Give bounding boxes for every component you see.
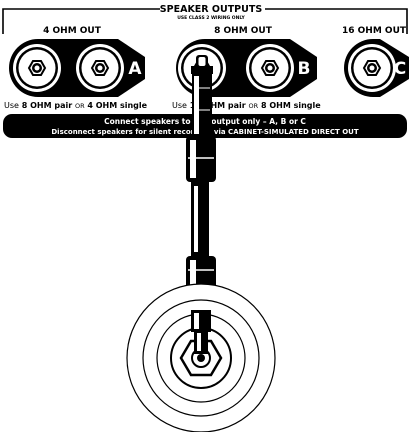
jack-socket-b2[interactable]	[246, 44, 294, 92]
panel-b-letter: B	[298, 59, 311, 79]
header-title: SPEAKER OUTPUTS	[160, 4, 263, 15]
jack-socket-c[interactable]	[348, 44, 396, 92]
jack-socket-a1[interactable]	[13, 44, 61, 92]
panel-a: A	[9, 39, 145, 97]
plug-bottom	[191, 310, 211, 354]
group-a-title: 4 OHM OUT	[43, 26, 102, 36]
usage-a-value-2: 4 OHM single	[87, 101, 147, 110]
usage-b-value-2: 8 OHM single	[261, 101, 321, 110]
plug-top	[191, 55, 213, 136]
usage-b-prefix: Use	[172, 101, 187, 110]
panel-c-letter: C	[394, 59, 406, 79]
speaker-jack-icon	[127, 284, 275, 432]
panel-c: C	[344, 39, 409, 97]
usage-a: Use 8 OHM pair OR 4 OHM single	[4, 101, 148, 110]
usage-a-value-1: 8 OHM pair	[22, 101, 72, 110]
panel-a-letter: A	[128, 59, 142, 79]
group-b-title: 8 OHM OUT	[214, 26, 273, 36]
group-c-title: 16 OHM OUT	[342, 26, 407, 36]
header-subtitle: USE CLASS 2 WIRING ONLY	[177, 15, 245, 21]
usage-a-or: OR	[75, 102, 85, 110]
usage-b-or: OR	[249, 102, 259, 110]
usage-a-prefix: Use	[4, 101, 19, 110]
jack-socket-a2[interactable]	[76, 44, 124, 92]
